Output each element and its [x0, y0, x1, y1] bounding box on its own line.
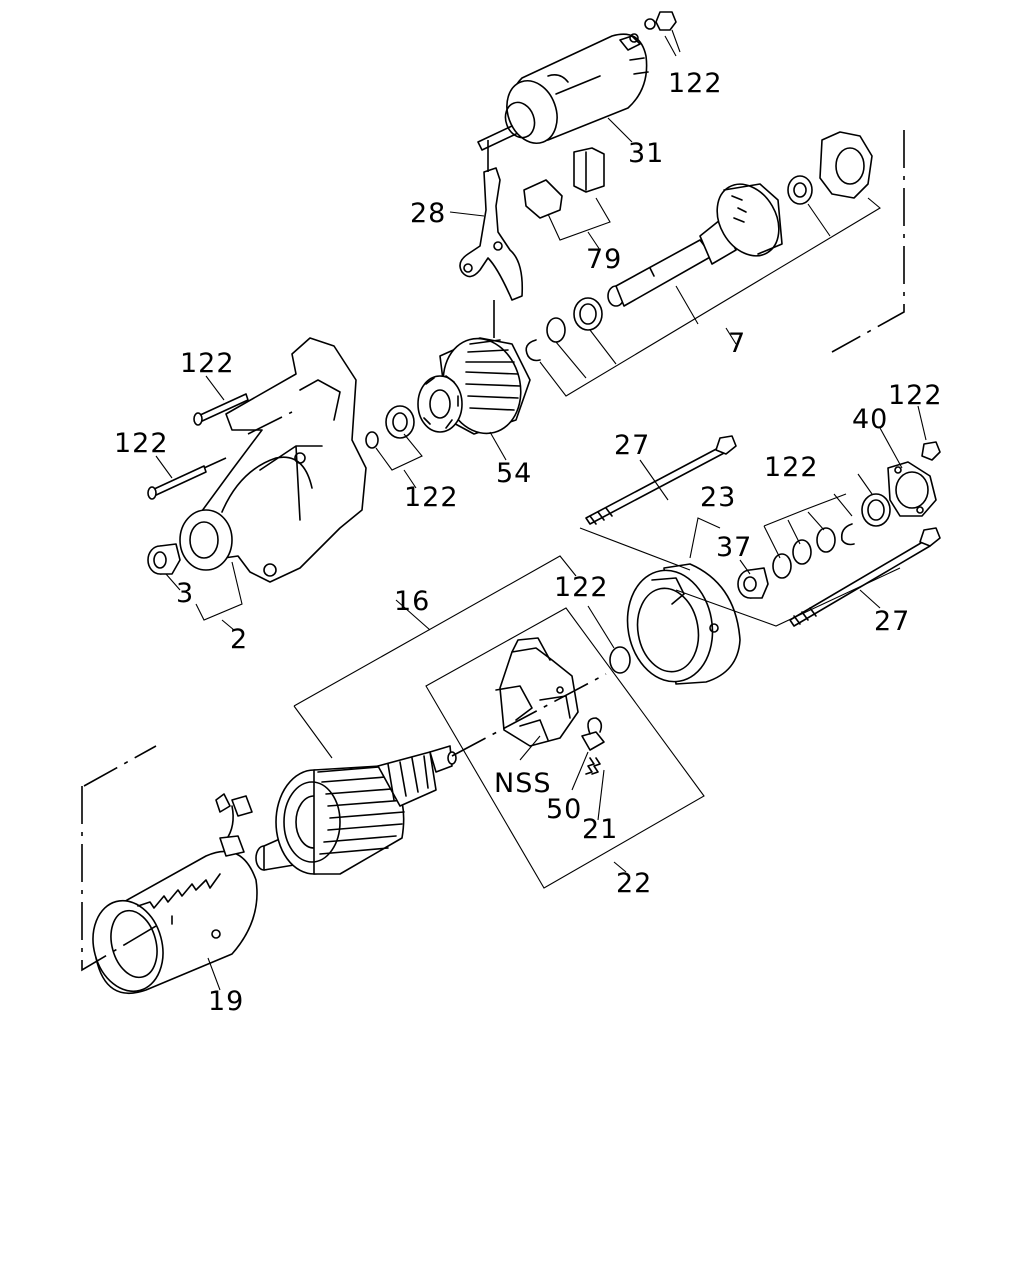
housing-bolt-lower [147, 465, 207, 500]
callout-27-upper: 27 [614, 430, 650, 461]
commutator-end-cover [626, 563, 741, 685]
callout-50: 50 [546, 794, 582, 825]
through-bolt-lower [789, 527, 941, 627]
shaft-thrust-washer [546, 317, 566, 343]
callout-27-lower: 27 [874, 606, 910, 637]
callout-122-o-ring: 122 [554, 572, 609, 603]
callout-23: 23 [700, 482, 736, 513]
through-bolt-upper [585, 435, 737, 525]
callout-2: 2 [230, 624, 248, 655]
callout-37: 37 [716, 532, 752, 563]
pinion-shaft-assembly [607, 175, 813, 307]
callout-21: 21 [582, 814, 618, 845]
rear-washer-set [772, 493, 891, 579]
callout-54: 54 [496, 458, 532, 489]
callout-122-ring: 122 [404, 482, 459, 513]
callout-7: 7 [728, 328, 746, 359]
solenoid-nut-washer [644, 11, 677, 31]
drive-bearing [385, 405, 415, 439]
pinion-clutch [417, 337, 531, 435]
center-lines [81, 130, 905, 972]
solenoid-switch [477, 33, 649, 151]
end-cap-plate [887, 461, 937, 517]
callout-122-cap-screw: 122 [888, 380, 943, 411]
callout-122-washers: 122 [764, 452, 819, 483]
callout-nss: NSS [494, 768, 551, 799]
cap-screw [921, 441, 941, 461]
plunger-spring-set [523, 147, 605, 219]
shift-lever [459, 167, 524, 301]
callout-40: 40 [852, 404, 888, 435]
brush-spring [585, 757, 601, 775]
shaft-end-bracket [819, 131, 873, 199]
callout-22: 22 [616, 868, 652, 899]
callout-3: 3 [176, 578, 194, 609]
rear-bearing [737, 567, 769, 599]
callout-labels: 122 31 28 79 7 122 122 122 54 3 2 27 23 … [114, 68, 943, 1017]
callout-19: 19 [208, 986, 244, 1017]
brush-holder [495, 637, 579, 747]
drive-washer [365, 431, 379, 449]
leader-lines [155, 29, 927, 991]
callout-31: 31 [628, 138, 664, 169]
callout-79: 79 [586, 244, 622, 275]
shaft-snap-ring [525, 339, 541, 362]
drive-end-housing [179, 337, 367, 583]
bearing-bushing [147, 543, 181, 575]
callout-28: 28 [410, 198, 446, 229]
callout-16: 16 [394, 586, 430, 617]
cover-o-ring [609, 646, 631, 674]
callout-122-bolt-upper: 122 [180, 348, 235, 379]
yoke-field-frame [92, 850, 258, 995]
brush [581, 717, 605, 751]
field-brush-lead [215, 793, 253, 857]
housing-bolt-upper [193, 393, 249, 426]
shaft-bearing [573, 297, 603, 331]
armature [255, 745, 457, 875]
callout-122-solenoid-nut: 122 [668, 68, 723, 99]
callout-122-bolt-lower: 122 [114, 428, 169, 459]
